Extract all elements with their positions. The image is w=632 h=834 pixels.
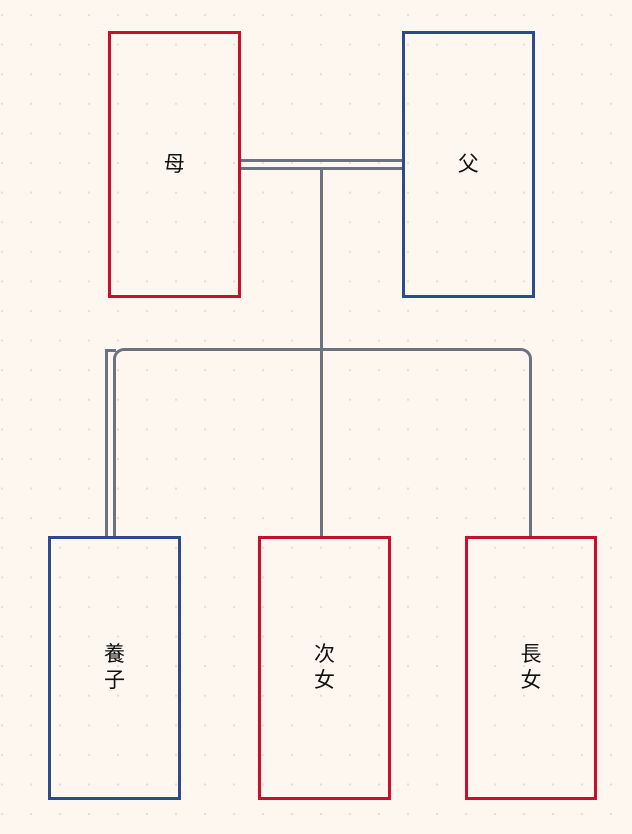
node-father-label: 父 (457, 151, 480, 176)
marriage-line-upper (241, 159, 402, 162)
marriage-line-lower (241, 167, 402, 170)
node-adopted-child-label: 養 子 (104, 642, 126, 692)
sibling-bar-left-elbow (113, 348, 323, 408)
node-second-daughter-label: 次 女 (314, 642, 336, 692)
node-eldest-daughter[interactable]: 長 女 (465, 536, 597, 800)
sibling-bar-right-elbow (318, 348, 532, 538)
node-adopted-child[interactable]: 養 子 (48, 536, 181, 800)
adoption-line-cap (105, 349, 116, 352)
adoption-line-inner (113, 358, 116, 536)
node-mother-label: 母 (163, 151, 186, 176)
node-mother[interactable]: 母 (108, 31, 241, 298)
node-eldest-daughter-label: 長 女 (520, 642, 542, 692)
node-second-daughter[interactable]: 次 女 (258, 536, 391, 800)
node-father[interactable]: 父 (402, 31, 535, 298)
adoption-line-outer (105, 352, 108, 536)
